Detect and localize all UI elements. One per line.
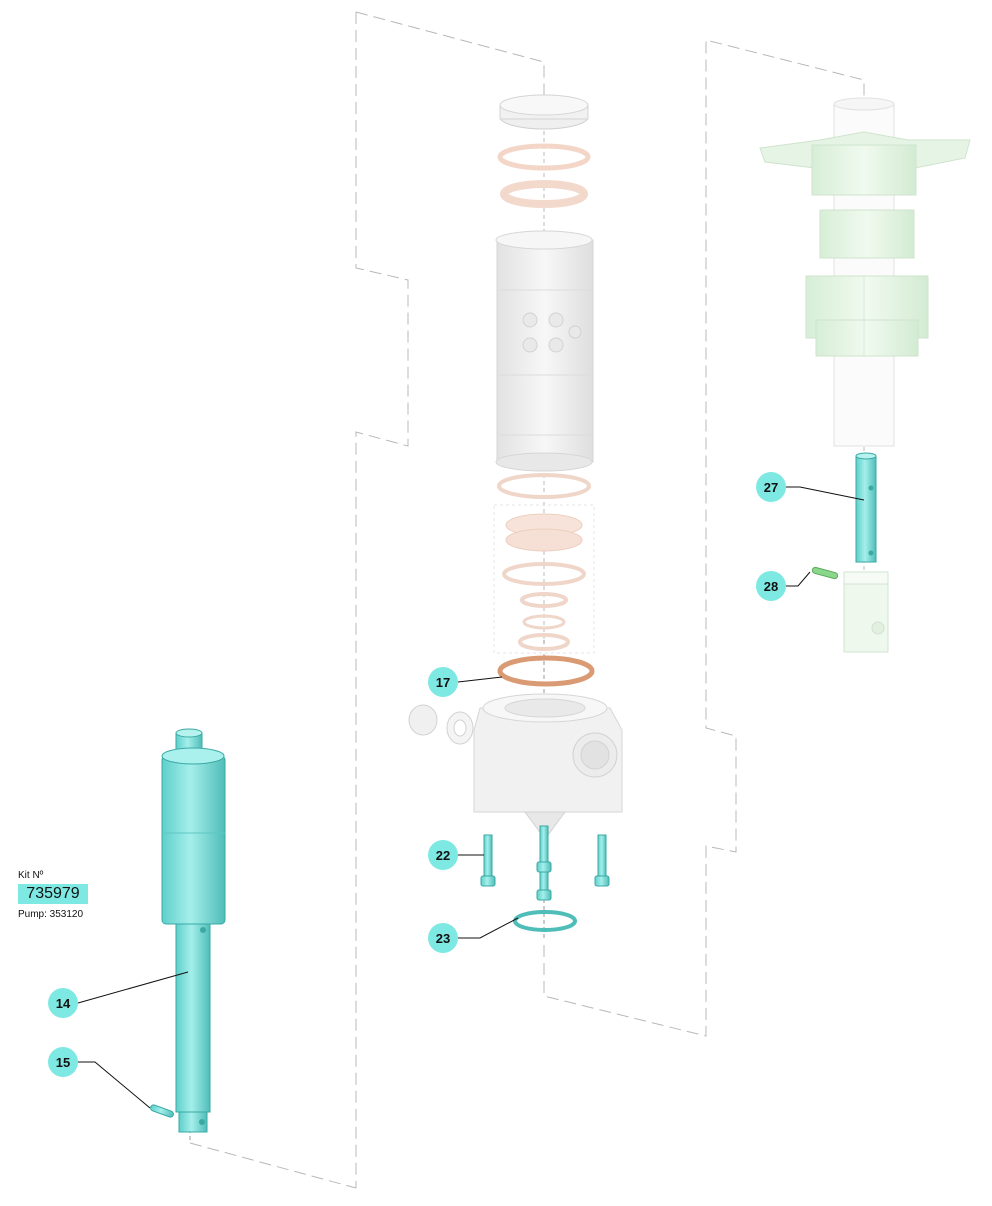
ghost-seal-ring-1 [497, 143, 591, 171]
kit-part-17-oring [497, 655, 595, 687]
callout-23: 23 [428, 923, 458, 953]
kit-label: Kit Nº [18, 870, 44, 881]
callout-17: 17 [428, 667, 458, 697]
callout-22-label: 22 [435, 847, 451, 863]
callout-14-label: 14 [55, 995, 71, 1011]
ghost-pump-head [408, 693, 623, 836]
callout-17-label: 17 [435, 674, 451, 690]
ghost-seal-ring-2 [500, 180, 588, 208]
callout-22: 22 [428, 840, 458, 870]
kit-part-28-pin [811, 566, 839, 580]
callout-15-label: 15 [55, 1054, 71, 1070]
ghost-cylinder-body [496, 239, 594, 463]
kit-part-22-screws [480, 825, 610, 901]
callout-14: 14 [48, 988, 78, 1018]
callout-15: 15 [48, 1047, 78, 1077]
kit-part-27-rod [855, 452, 877, 563]
callout-28-label: 28 [763, 578, 779, 594]
callout-27: 27 [756, 472, 786, 502]
callout-27-label: 27 [763, 479, 779, 495]
callout-23-label: 23 [435, 930, 451, 946]
leader-lines [77, 486, 865, 1109]
middle-ghost-assembly [408, 94, 623, 836]
kit-part-23-oring [513, 910, 577, 932]
kit-part-14-piston-rod [161, 728, 226, 1133]
kit-part-15-pin [150, 1104, 174, 1118]
callout-28: 28 [756, 571, 786, 601]
right-ghost-assembly [759, 97, 971, 653]
pump-label: Pump: 353120 [18, 909, 84, 920]
kit-number-badge: 735979 [18, 884, 88, 904]
